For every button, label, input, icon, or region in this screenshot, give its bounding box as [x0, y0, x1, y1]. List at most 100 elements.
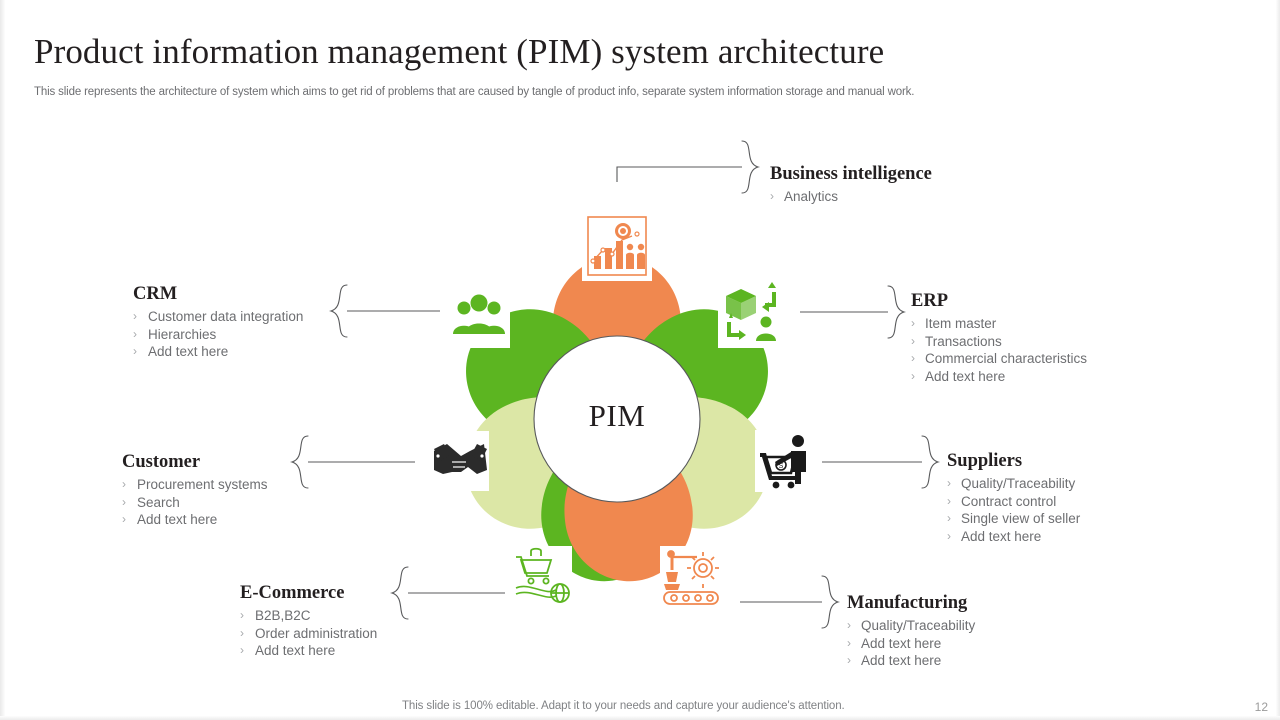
list-item: › Search — [122, 494, 268, 512]
callout-crm-title: CRM — [133, 284, 178, 304]
connector-business-intelligence — [616, 166, 742, 182]
list-item: › Quality/Traceability — [947, 475, 1080, 493]
list-item-label: Analytics — [784, 189, 839, 204]
page-number: 12 — [1254, 700, 1268, 714]
list-item-label: Add text here — [925, 368, 1006, 384]
slide-bottom-edge — [0, 716, 1280, 720]
list-item-label: Add text here — [861, 653, 942, 668]
chevron-right-icon: › — [122, 477, 126, 491]
chevron-right-icon: › — [122, 494, 126, 509]
callout-business-intelligence-list: › Analytics — [770, 188, 932, 206]
chevron-right-icon: › — [770, 189, 774, 203]
footer-note: This slide is 100% editable. Adapt it to… — [402, 700, 845, 712]
handshake-icon — [434, 444, 487, 474]
list-item: › Item master — [911, 315, 1087, 333]
list-item-label: Add text here — [148, 344, 229, 359]
list-item-label: Add text here — [861, 635, 942, 651]
callout-crm-list: › Customer data integration › Hierarchie… — [133, 308, 303, 361]
list-item-label: Quality/Traceability — [861, 618, 976, 633]
icon-tile-customer — [429, 431, 489, 491]
icon-tile-suppliers: S — [755, 430, 817, 492]
chevron-right-icon: › — [947, 528, 951, 543]
list-item: › Order administration — [240, 625, 390, 643]
list-item-label: Procurement systems — [137, 477, 268, 492]
list-item: › Commercial characteristics — [911, 350, 1087, 368]
page-subtitle: This slide represents the architecture o… — [34, 86, 915, 98]
callout-crm[interactable]: CRM › Customer data integration › Hierar… — [133, 283, 303, 361]
list-item-label: Search — [137, 494, 180, 510]
list-item: › Single view of seller — [947, 510, 1080, 528]
box-exchange-icon — [726, 282, 776, 341]
list-item: › Add text here — [911, 368, 1087, 386]
chevron-right-icon: › — [122, 512, 126, 526]
list-item: › Hierarchies — [133, 326, 303, 344]
chevron-right-icon: › — [240, 625, 244, 640]
connector-braces — [291, 140, 939, 629]
list-item-label: Commercial characteristics — [925, 351, 1088, 366]
chevron-right-icon: › — [847, 635, 851, 650]
callout-e-commerce-title: E-Commerce — [240, 583, 345, 603]
list-item: › B2B,B2C — [240, 607, 390, 625]
chevron-right-icon: › — [911, 316, 915, 330]
chevron-right-icon: › — [240, 643, 244, 657]
list-item-label: Contract control — [961, 493, 1057, 509]
chevron-right-icon: › — [911, 351, 915, 365]
icon-tile-e-commerce — [510, 546, 572, 608]
callout-manufacturing[interactable]: Manufacturing › Quality/Traceability › A… — [847, 592, 975, 670]
callout-e-commerce-list: › B2B,B2C › Order administration › Add t… — [240, 607, 390, 660]
list-item-label: Add text here — [137, 512, 218, 527]
chevron-right-icon: › — [947, 493, 951, 508]
brace-erp — [887, 285, 905, 339]
list-item-label: Item master — [925, 316, 997, 331]
shopping-cart-person-icon: S — [760, 435, 806, 489]
list-item: › Add text here — [133, 343, 303, 361]
pim-hub-label: PIM — [588, 398, 646, 433]
list-item-label: B2B,B2C — [255, 608, 311, 623]
brace-business-intelligence — [741, 140, 759, 194]
chevron-right-icon: › — [911, 368, 915, 383]
list-item: › Customer data integration — [133, 308, 303, 326]
callout-customer-list: › Procurement systems › Search › Add tex… — [122, 476, 268, 529]
brace-suppliers — [921, 435, 939, 489]
list-item-label: Add text here — [961, 528, 1042, 544]
icon-tile-manufacturing — [660, 546, 724, 610]
list-item: › Transactions — [911, 333, 1087, 351]
chevron-right-icon: › — [133, 309, 137, 323]
brace-manufacturing — [821, 575, 839, 629]
callout-suppliers-title: Suppliers — [947, 451, 1023, 471]
petal-erp — [572, 285, 791, 484]
callout-erp-title: ERP — [911, 291, 948, 311]
list-item-label: Order administration — [255, 625, 378, 641]
callout-customer-title: Customer — [122, 452, 201, 472]
online-shopping-globe-icon — [515, 547, 570, 603]
callout-manufacturing-list: › Quality/Traceability › Add text here ›… — [847, 617, 975, 670]
page-title: Product information management (PIM) sys… — [34, 32, 885, 71]
chevron-right-icon: › — [240, 608, 244, 622]
petal-customer — [443, 354, 662, 553]
callout-e-commerce[interactable]: E-Commerce › B2B,B2C › Order administrat… — [240, 582, 390, 660]
robot-arm-conveyor-icon — [663, 550, 719, 605]
list-item: › Add text here — [847, 652, 975, 670]
chevron-right-icon: › — [133, 326, 137, 341]
list-item-label: Quality/Traceability — [961, 476, 1076, 491]
callout-customer[interactable]: Customer › Procurement systems › Search … — [122, 451, 268, 529]
callout-suppliers[interactable]: Suppliers › Quality/Traceability › Contr… — [947, 450, 1080, 545]
list-item: › Add text here — [122, 511, 268, 529]
brace-customer — [291, 435, 309, 489]
callout-business-intelligence-title: Business intelligence — [770, 164, 932, 184]
callout-erp-list: › Item master › Transactions › Commercia… — [911, 315, 1087, 385]
list-item: › Add text here — [947, 528, 1080, 546]
callout-business-intelligence[interactable]: Business intelligence › Analytics — [770, 163, 932, 206]
callout-erp[interactable]: ERP › Item master › Transactions › Comme… — [911, 290, 1087, 385]
slide-left-edge — [0, 0, 5, 720]
brace-e-commerce — [391, 566, 409, 620]
list-item: › Procurement systems — [122, 476, 268, 494]
chevron-right-icon: › — [847, 653, 851, 667]
chevron-right-icon: › — [947, 511, 951, 525]
icon-tile-erp — [718, 282, 784, 348]
icon-tile-crm — [447, 285, 510, 348]
people-group-icon — [453, 294, 505, 334]
list-item: › Contract control — [947, 493, 1080, 511]
list-item: › Add text here — [240, 642, 390, 660]
